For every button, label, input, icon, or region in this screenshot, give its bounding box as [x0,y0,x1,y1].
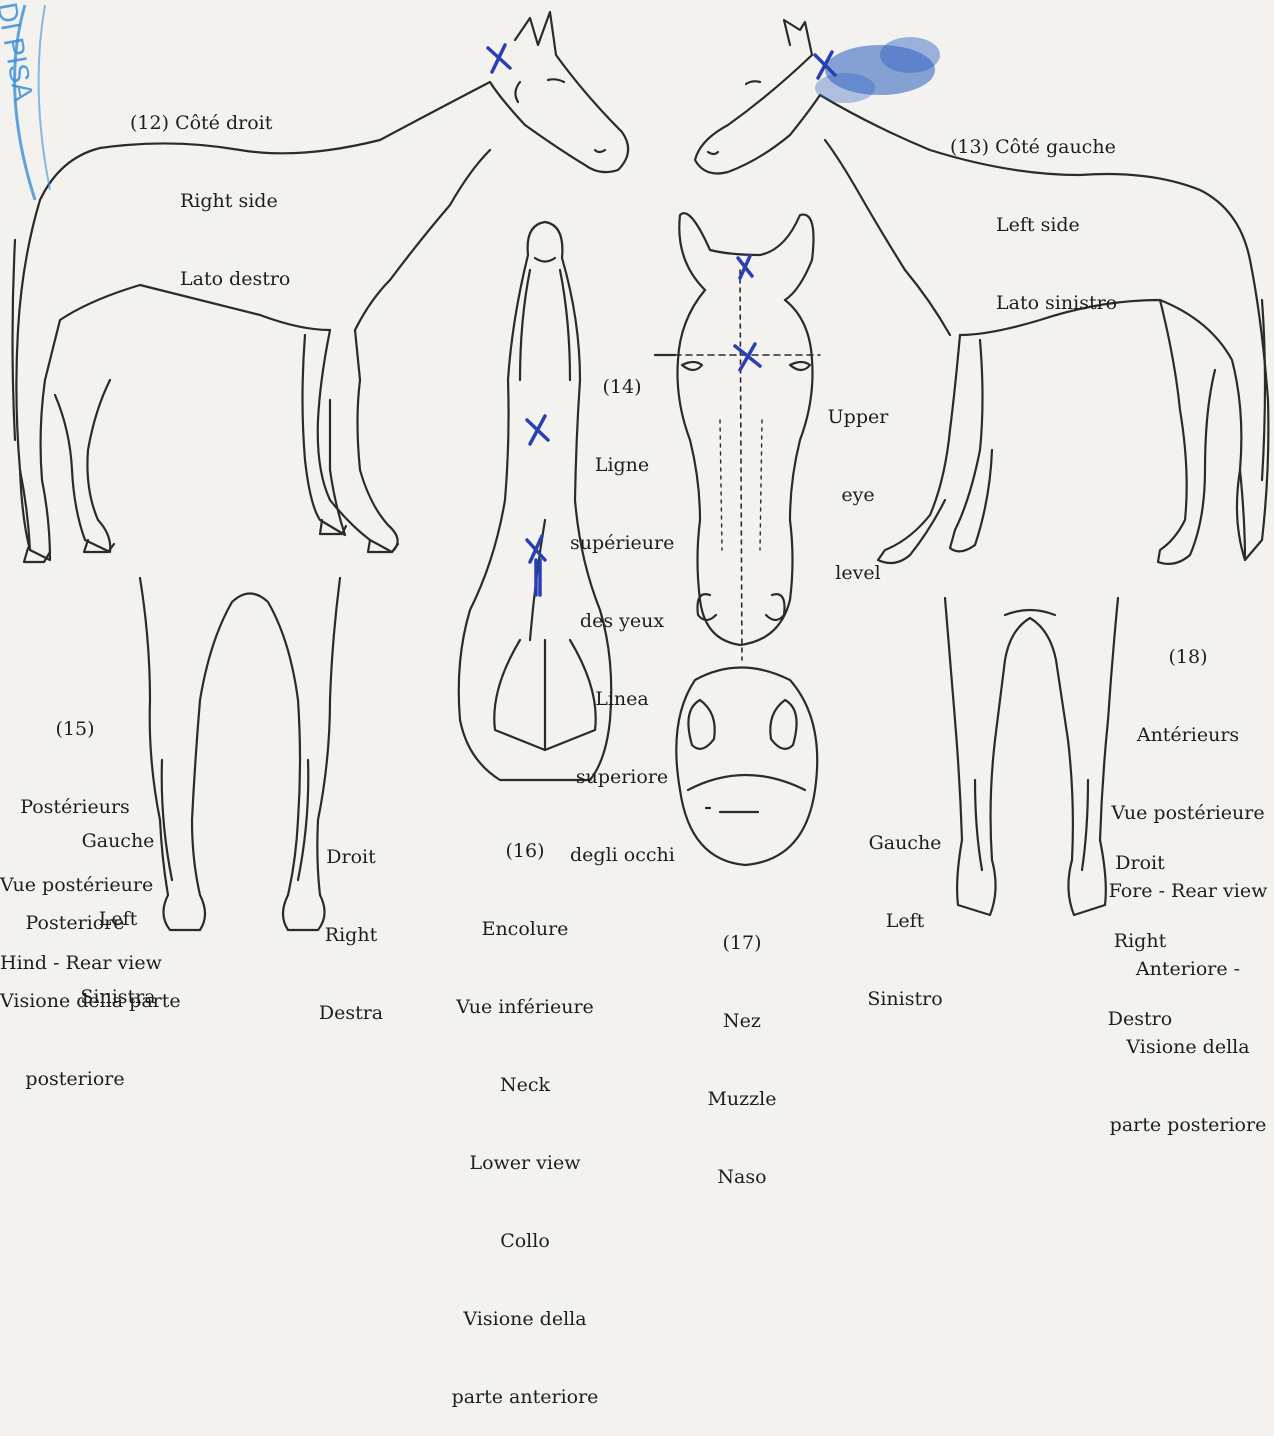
caption-line: supérieure [570,530,674,556]
caption-number: (18) [1106,644,1270,670]
caption-line: level [826,560,890,586]
caption-line: eye [826,482,890,508]
caption-line: Right [1104,928,1176,954]
caption-number: (16) [445,838,605,864]
caption-muzzle: (17) Nez Muzzle Naso [700,878,784,1216]
caption-line: Linea [570,686,674,712]
caption-line: Ligne [570,452,674,478]
cross-mark-icon [527,416,548,444]
fore-legs-rear-drawing [945,598,1118,915]
caption-number: (17) [700,930,784,956]
caption-line: Right [315,922,387,948]
caption-line: Visione della [445,1306,605,1332]
caption-line: Droit [1104,850,1176,876]
caption-line: Posteriore [0,910,150,936]
caption-line: Droit [315,844,387,870]
caption-hind-right: Droit Right Destra [315,792,387,1052]
caption-line: parte anteriore [445,1384,605,1410]
ink-smudge [815,37,940,103]
caption-number: (12) [130,112,169,134]
caption-line: Lato sinistro [950,290,1117,316]
caption-number: (15) [0,716,150,742]
caption-line: Lower view [445,1150,605,1176]
caption-line: parte posteriore [1106,1112,1270,1138]
caption-line: Gauche [68,828,168,854]
cross-mark-icon [738,256,752,278]
caption-fore-left: Gauche Left Sinistro [866,778,944,1038]
caption-line: Nez [700,1008,784,1034]
caption-line: Sinistro [866,986,944,1012]
caption-right-side: (12) Côté droit Right side Lato destro [130,58,290,318]
muzzle-drawing [676,668,817,866]
caption-line: Destra [315,1000,387,1026]
caption-line: Côté droit [175,112,272,134]
cross-mark-icon [488,45,510,72]
caption-line: Left [866,908,944,934]
caption-line: Encolure [445,916,605,942]
identification-sheet: DI PISA (12) Côté droit Right side Lato … [0,0,1274,1005]
caption-upper-eye-level: Upper eye level [826,352,890,612]
caption-line: Collo [445,1228,605,1254]
caption-line: Destro [1104,1006,1176,1032]
caption-line: Right side [130,188,290,214]
caption-line: Visione della parte [0,988,150,1014]
caption-line: Left side [950,212,1117,238]
caption-number: (13) [950,136,989,158]
caption-fore-right: Droit Right Destro [1104,798,1176,1058]
caption-line: Lato destro [130,266,290,292]
cross-mark-icon [735,344,760,370]
caption-number: (14) [570,374,674,400]
hind-legs-rear-drawing [140,578,340,930]
caption-line: Neck [445,1072,605,1098]
caption-line: Côté gauche [995,136,1116,158]
caption-left-side: (13) Côté gauche Left side Lato sinistro [950,82,1117,342]
caption-neck: (16) Encolure Vue inférieure Neck Lower … [445,786,605,1436]
caption-line: Antérieurs [1106,722,1270,748]
caption-line: Vue inférieure [445,994,605,1020]
caption-line: des yeux [570,608,674,634]
horse-right-side-drawing [13,12,629,562]
head-front-view-drawing [655,213,820,660]
caption-line: Muzzle [700,1086,784,1112]
caption-hind-italian: Posteriore Visione della parte posterior… [0,858,150,1118]
caption-line: Gauche [866,830,944,856]
caption-line: posteriore [0,1066,150,1092]
caption-line: Naso [700,1164,784,1190]
caption-line: Upper [826,404,890,430]
